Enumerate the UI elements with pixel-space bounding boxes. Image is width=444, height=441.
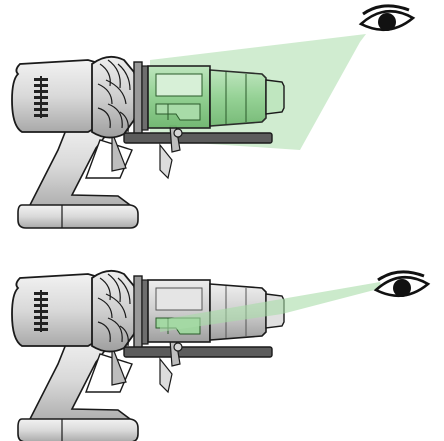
eye-icon [361, 6, 413, 31]
bin-clear-green [148, 66, 284, 128]
panel-bottom [12, 271, 428, 441]
eye-icon [376, 272, 428, 297]
panel-top [12, 6, 413, 228]
